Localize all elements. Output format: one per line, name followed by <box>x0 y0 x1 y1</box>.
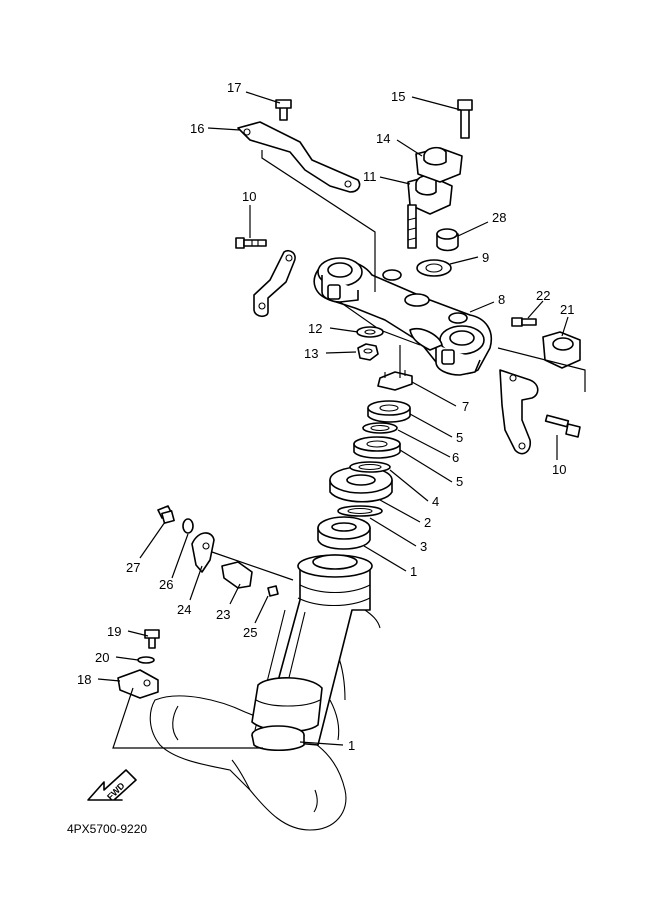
callout-3: 3 <box>420 539 427 554</box>
drawing-code: 4PX5700-9220 <box>67 822 147 836</box>
handlebar-holder <box>407 99 473 249</box>
callout-1-upper: 1 <box>410 564 417 579</box>
left-stay <box>235 237 296 318</box>
callout-2: 2 <box>424 515 431 530</box>
steering-stem <box>251 554 373 752</box>
callout-15: 15 <box>391 89 405 104</box>
callout-24: 24 <box>177 602 191 617</box>
callout-22: 22 <box>536 288 550 303</box>
bearing-stack <box>317 370 413 550</box>
callout-9: 9 <box>482 250 489 265</box>
cap-28 <box>436 228 459 252</box>
callout-5-upper: 5 <box>456 430 463 445</box>
callout-21: 21 <box>560 302 574 317</box>
callout-13: 13 <box>304 346 318 361</box>
callout-7: 7 <box>462 399 469 414</box>
leader-lines <box>97 91 569 746</box>
callout-4: 4 <box>432 494 439 509</box>
callout-11: 11 <box>363 169 377 184</box>
callout-19: 19 <box>107 624 121 639</box>
washer-12 <box>356 326 384 338</box>
callout-27: 27 <box>126 560 140 575</box>
right-stay <box>499 369 581 455</box>
callout-28: 28 <box>492 210 506 225</box>
callout-10-right: 10 <box>552 462 566 477</box>
callout-16: 16 <box>190 121 204 136</box>
alignment-lines <box>112 150 586 749</box>
callout-25: 25 <box>243 625 257 640</box>
callout-20: 20 <box>95 650 109 665</box>
callout-labels: 17 16 15 14 11 10 28 9 8 22 21 12 13 7 5… <box>77 80 574 753</box>
callout-5-lower: 5 <box>456 474 463 489</box>
callout-8: 8 <box>498 292 505 307</box>
callout-6: 6 <box>452 450 459 465</box>
callout-18: 18 <box>77 672 91 687</box>
callout-1-lower: 1 <box>348 738 355 753</box>
callout-23: 23 <box>216 607 230 622</box>
fwd-arrow-icon: FWD <box>87 769 137 802</box>
nut-13 <box>357 343 379 361</box>
small-parts-lower-left <box>117 629 160 699</box>
washer-9 <box>416 259 452 277</box>
upper-bracket <box>313 257 492 376</box>
bracket-16 <box>237 99 361 193</box>
callout-26: 26 <box>159 577 173 592</box>
callout-12: 12 <box>308 321 322 336</box>
small-parts-left <box>157 505 279 597</box>
callout-17: 17 <box>227 80 241 95</box>
callout-10-left: 10 <box>242 189 256 204</box>
callout-14: 14 <box>376 131 390 146</box>
